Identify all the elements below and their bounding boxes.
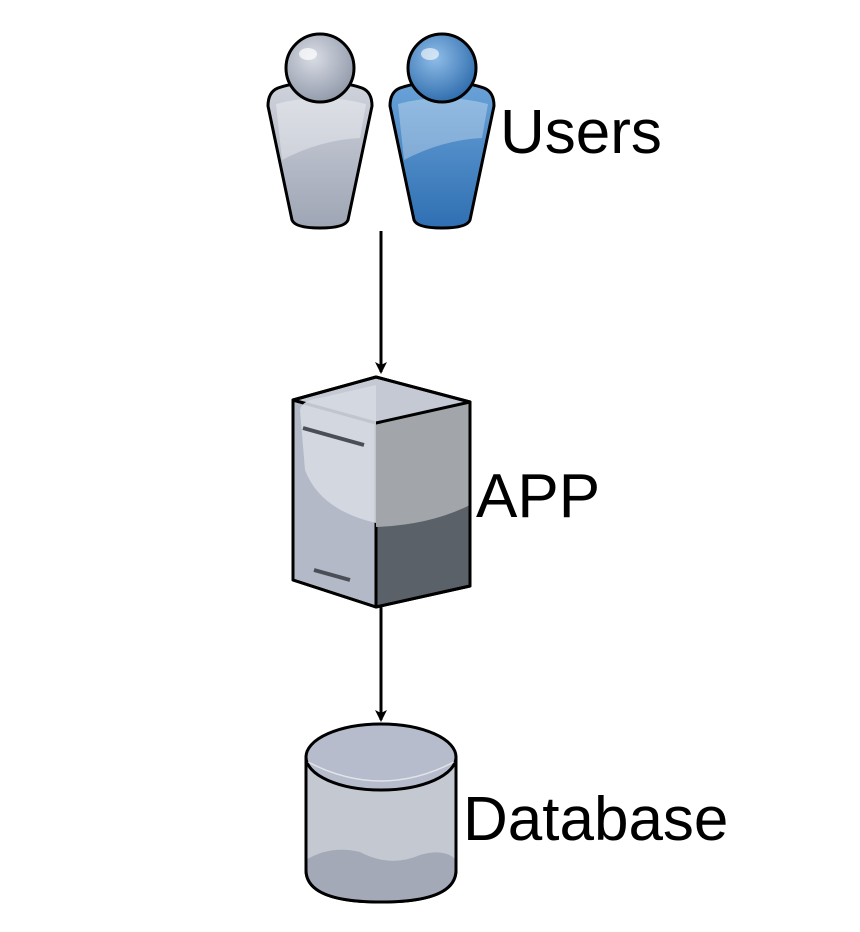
node-database[interactable]: Database [304,722,728,904]
database-icon [304,722,458,904]
database-label: Database [463,785,728,854]
server-icon [291,375,472,609]
users-icon [266,32,496,230]
users-label: Users [500,98,662,167]
node-app[interactable]: APP [291,375,600,609]
app-label: APP [476,462,600,531]
node-users[interactable]: Users [266,32,662,230]
